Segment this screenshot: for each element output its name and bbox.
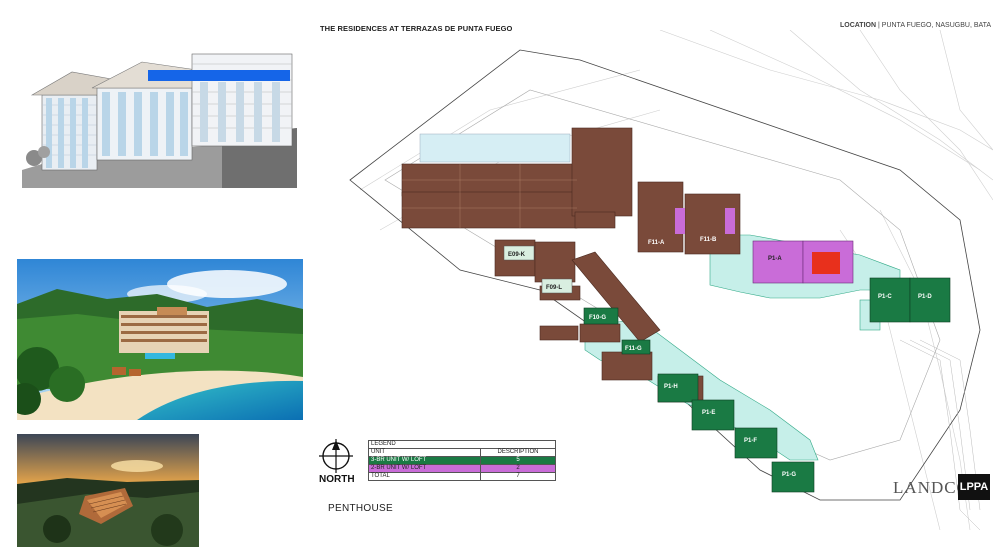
lppa-logo: LPPA (958, 474, 990, 500)
legend-header-description: DESCRIPTION (480, 448, 556, 457)
north-arrow-icon (318, 438, 354, 474)
legend-row-description: 2 (480, 464, 556, 473)
legend-row-unit: 3-BR UNIT W/ LOFT (368, 456, 481, 465)
legend-total-row: TOTAL 7 (368, 472, 556, 481)
legend-row-2br: 2-BR UNIT W/ LOFT 2 (368, 464, 556, 473)
floor-label: PENTHOUSE (328, 503, 393, 514)
unit-label-f11b: F11-B (700, 237, 717, 243)
unit-label-p1e: P1-E (702, 410, 715, 416)
unit-label-p1f: P1-F (744, 438, 757, 444)
north-label: NORTH (319, 474, 355, 485)
legend-title: LEGEND (368, 440, 556, 449)
resort-rendering-image (17, 259, 303, 420)
legend-table: LEGEND UNIT DESCRIPTION 3-BR UNIT W/ LOF… (368, 440, 556, 481)
aerial-rendering-image (17, 434, 199, 547)
unit-label-f09l: F09-L (546, 285, 562, 291)
page-title: THE RESIDENCES AT TERRAZAS DE PUNTA FUEG… (320, 24, 513, 33)
legend-total-value: 7 (480, 472, 556, 481)
location-separator: | (878, 22, 880, 29)
location-label: LOCATION (840, 22, 877, 29)
site-plan: E09-K F09-L F10-G F11-G F11-A F11-B P1-A… (340, 29, 993, 531)
unit-label-p1g: P1-G (782, 472, 796, 478)
unit-label-p1d: P1-D (918, 294, 932, 300)
legend-total-label: TOTAL (368, 472, 481, 481)
unit-label-f11a: F11-A (648, 240, 665, 246)
legend-header-unit: UNIT (368, 448, 481, 457)
legend-header-row: UNIT DESCRIPTION (368, 448, 556, 457)
building-elevation-image (22, 40, 297, 188)
landco-logo: LANDCO (893, 478, 970, 497)
legend-title-row: LEGEND (368, 440, 556, 449)
location-value: PUNTA FUEGO, NASUGBU, BATA (881, 22, 992, 29)
unit-label-f10g: F10-G (589, 315, 606, 321)
legend-row-description: 5 (480, 456, 556, 465)
unit-label-f11g: F11-G (625, 346, 642, 352)
unit-label-p1a: P1-A (768, 256, 782, 262)
location-text: LOCATION | PUNTA FUEGO, NASUGBU, BATA (840, 22, 991, 29)
site-plan-drawing: E09-K F09-L F10-G F11-G F11-A F11-B P1-A… (349, 29, 993, 531)
unit-label-p1c: P1-C (878, 294, 892, 300)
unit-label-p1h: P1-H (664, 384, 678, 390)
legend-row-3br: 3-BR UNIT W/ LOFT 5 (368, 456, 556, 465)
legend-row-unit: 2-BR UNIT W/ LOFT (368, 464, 481, 473)
unit-label-e09k: E09-K (508, 252, 526, 258)
